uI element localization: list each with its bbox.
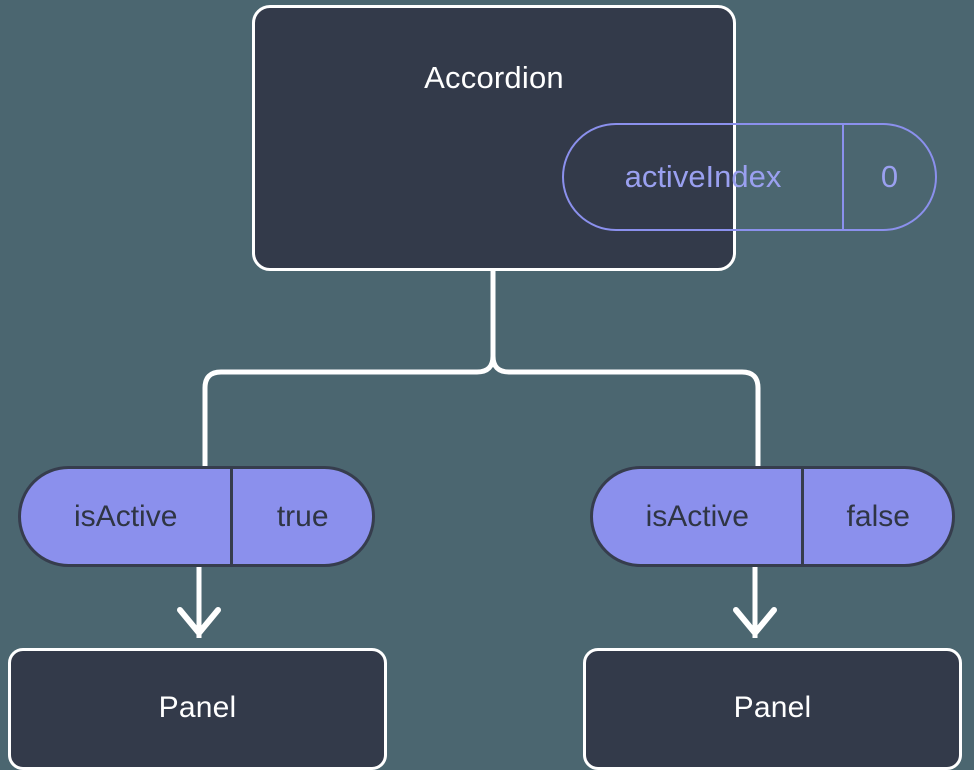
is-active-key-label-left: isActive [74, 499, 178, 533]
accordion-node-label: Accordion [424, 60, 564, 95]
panel-component-node-right[interactable]: Panel [583, 648, 962, 770]
accordion-component-node[interactable]: Accordion activeIndex 0 [252, 5, 937, 271]
active-index-state-pill[interactable]: activeIndex 0 [562, 123, 937, 231]
is-active-prop-pill-right[interactable]: isActive false [590, 466, 955, 567]
arrow-head-left-icon [177, 607, 221, 636]
panel-component-node-left[interactable]: Panel [8, 648, 387, 770]
is-active-value-label-left: true [230, 469, 372, 564]
connector-root-to-left [202, 268, 496, 469]
panel-node-label-right: Panel [733, 691, 812, 724]
active-index-key-label: activeIndex [624, 159, 782, 194]
active-index-value-label: 0 [841, 125, 935, 229]
arrow-head-right-icon [733, 607, 777, 636]
is-active-value-label-right: false [801, 469, 952, 564]
is-active-prop-pill-left[interactable]: isActive true [18, 466, 375, 567]
panel-node-label-left: Panel [158, 691, 237, 724]
connector-root-to-right [490, 268, 761, 469]
is-active-key-label-right: isActive [645, 499, 749, 533]
